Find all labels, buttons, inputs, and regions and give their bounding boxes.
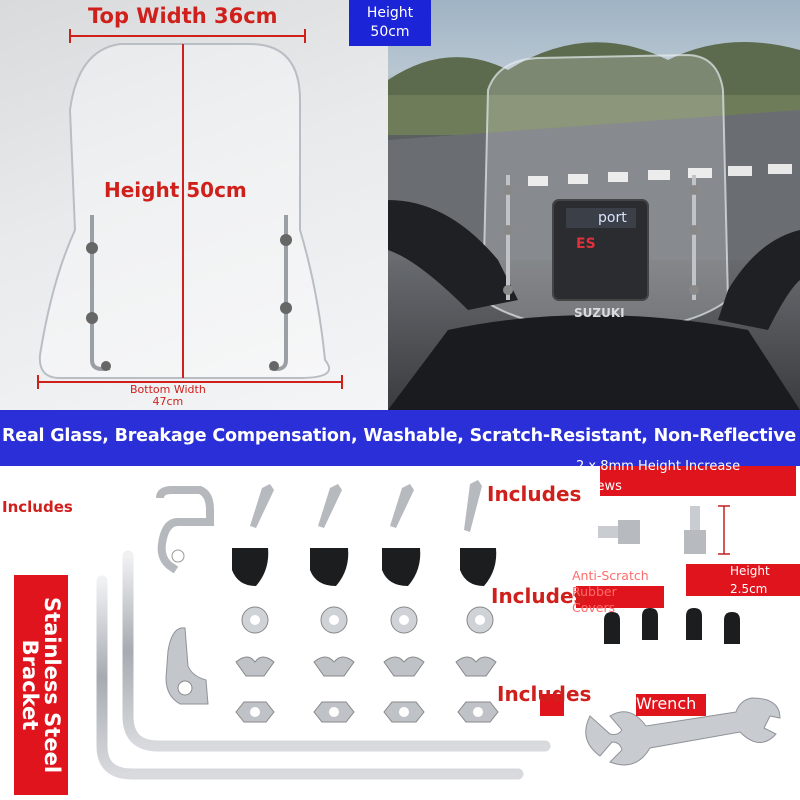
height-badge-line2: 50cm — [370, 24, 410, 40]
height-increase-line1: Height — [730, 564, 770, 578]
feature-banner: Real Glass, Breakage Compensation, Washa… — [0, 410, 800, 466]
wrench-tool — [585, 697, 781, 766]
hardware-column-1 — [232, 484, 275, 723]
height-increase-label: Height 2.5cm — [730, 562, 770, 598]
windshield-illustration — [37, 29, 343, 389]
height-increase-screws — [598, 505, 730, 555]
scooter-scene — [388, 42, 800, 410]
parts-illustration — [96, 466, 800, 780]
device-brand-text: port — [598, 210, 627, 226]
height-badge-line1: Height — [366, 5, 414, 21]
anti-scratch-line1: Anti-Scratch — [572, 568, 649, 583]
height-label: Height 50cm — [104, 178, 247, 202]
hardware-column-3 — [382, 484, 425, 723]
l-rod-bracket-2 — [96, 575, 524, 780]
top-width-label: Top Width 36cm — [88, 4, 278, 28]
device-es-text: ES — [576, 236, 596, 252]
bottom-width-label: Bottom Width 47cm — [130, 384, 206, 408]
bottom-width-line1: Bottom Width — [130, 383, 206, 396]
stainless-steel-bracket-label: Stainless Steel Bracket — [14, 575, 68, 795]
l-rod-bracket-1 — [122, 550, 551, 752]
suzuki-logo-text: SUZUKI — [574, 306, 625, 320]
includes-label-2: Includes — [491, 584, 586, 608]
stainless-steel-bracket-text: Stainless Steel Bracket — [18, 596, 64, 774]
hardware-column-2 — [310, 484, 355, 723]
bottom-width-line2: 47cm — [152, 395, 184, 408]
height-increase-line2: 2.5cm — [730, 582, 768, 596]
height-badge: Height 50cm — [349, 0, 431, 46]
includes-label-3: Includes — [497, 682, 592, 706]
anti-scratch-line3: Covers — [572, 600, 616, 615]
screws-label-line1: 2 x 8mm Height Increase — [576, 459, 741, 474]
windshield-dimension-photo: Top Width 36cm Height 50cm Bottom Width … — [0, 0, 388, 410]
rubber-covers — [604, 608, 740, 644]
anti-scratch-line2: Rubber — [572, 584, 617, 599]
wrench-label: Wrench — [636, 694, 697, 713]
includes-label-1: Includes — [487, 482, 582, 506]
pipe-clamp — [156, 486, 214, 574]
includes-label-left: Includes — [2, 498, 73, 516]
anti-scratch-label: Anti-Scratch Rubber Covers — [572, 568, 649, 616]
scooter-installed-photo: port ES SUZUKI — [388, 0, 800, 410]
feature-banner-text: Real Glass, Breakage Compensation, Washa… — [2, 426, 797, 446]
angle-bracket — [165, 627, 209, 705]
screws-label: 2 x 8mm Height Increase Screws — [576, 457, 740, 497]
screws-label-line2: Screws — [576, 479, 622, 494]
hardware-column-4 — [455, 480, 499, 723]
